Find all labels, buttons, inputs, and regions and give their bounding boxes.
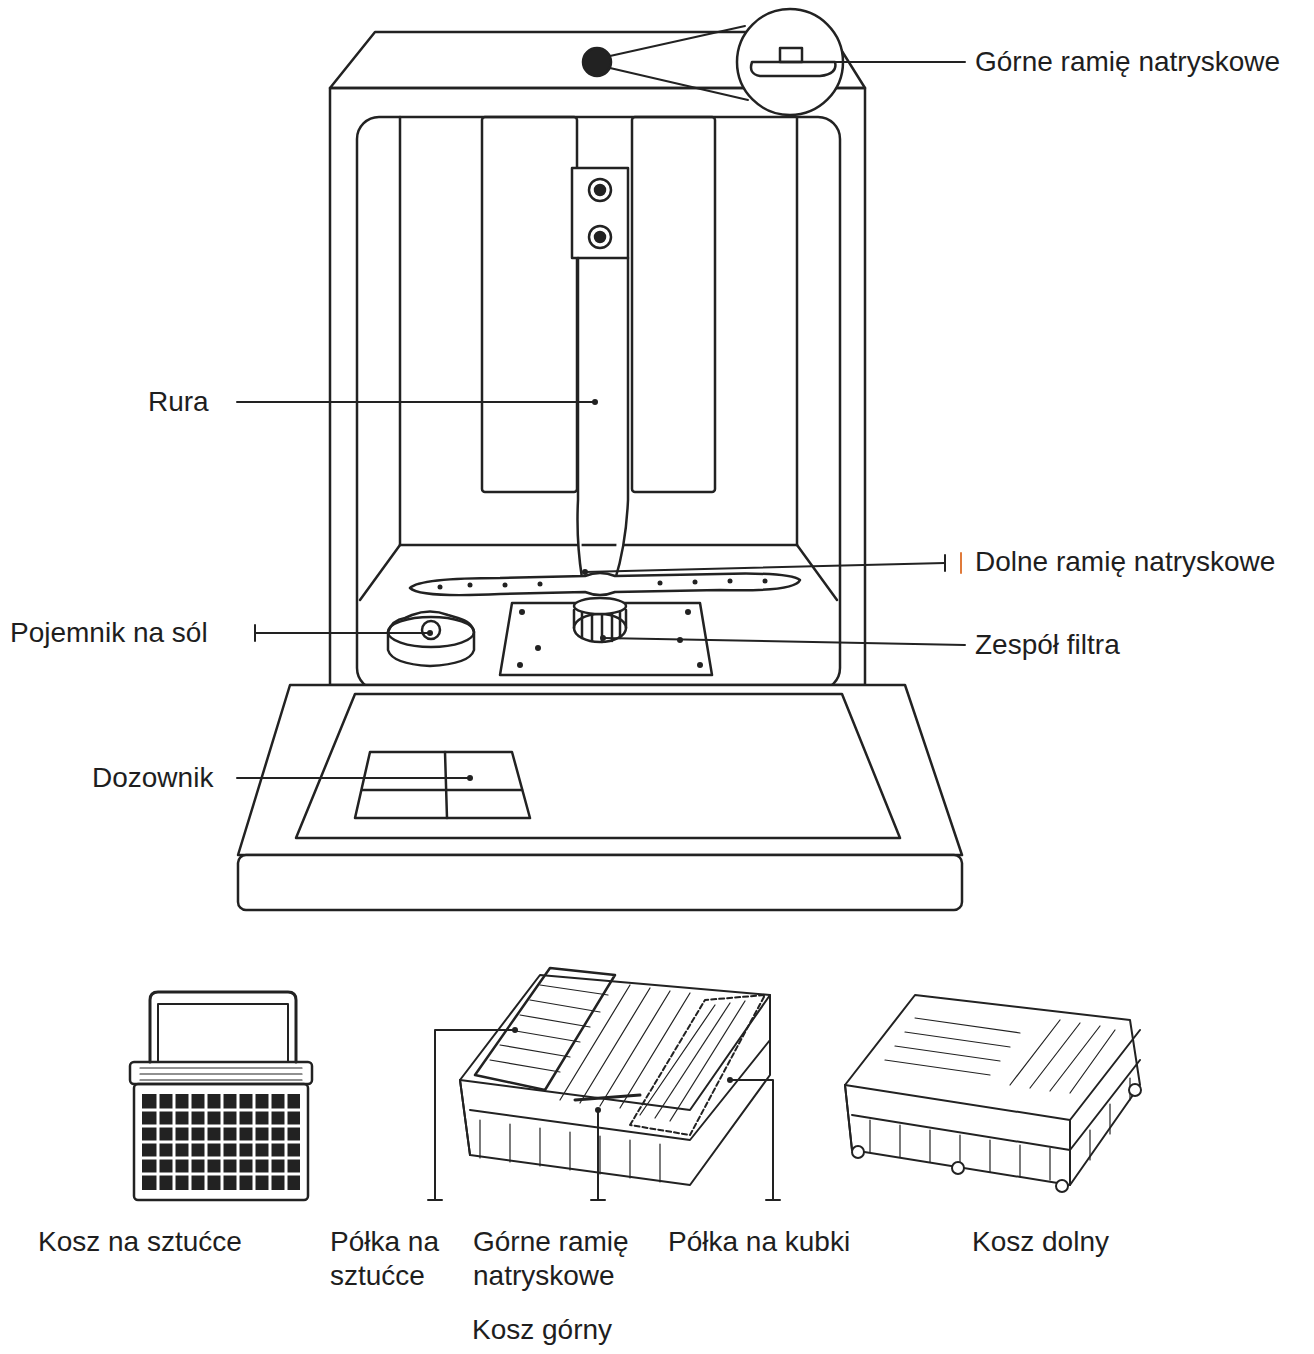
leader-lines bbox=[428, 1030, 780, 1200]
upper-spray-arm bbox=[780, 48, 802, 62]
upper-spray-arm bbox=[751, 62, 835, 76]
callout-line bbox=[610, 68, 748, 100]
salt-cap bbox=[422, 621, 440, 639]
dispenser bbox=[355, 752, 530, 818]
part-label: Górne ramię natryskowe bbox=[473, 1225, 651, 1293]
part-label: Pojemnik na sól bbox=[10, 616, 208, 650]
part-label: Kosz na sztućce bbox=[38, 1225, 242, 1259]
tub-line bbox=[360, 545, 400, 600]
cutlery-basket bbox=[130, 992, 312, 1200]
part-label: Półka na sztućce bbox=[330, 1225, 460, 1293]
dispenser bbox=[445, 752, 447, 818]
part-label: Kosz górny bbox=[472, 1313, 612, 1347]
filter bbox=[574, 598, 626, 614]
part-label: Półka na kubki bbox=[668, 1225, 850, 1259]
salt-container bbox=[388, 612, 474, 667]
wall-panel bbox=[632, 117, 715, 492]
part-label: Dolne ramię natryskowe bbox=[975, 545, 1275, 579]
part-label: Kosz dolny bbox=[972, 1225, 1109, 1259]
tub-line bbox=[400, 544, 797, 547]
lower-spray-arm bbox=[410, 573, 800, 595]
tub-line bbox=[399, 117, 402, 545]
leader-lines bbox=[237, 62, 965, 778]
part-label: Dozownik bbox=[92, 761, 213, 795]
tube-nozzle bbox=[589, 179, 611, 201]
tube-nozzle bbox=[595, 232, 605, 242]
callout-dot bbox=[583, 48, 611, 76]
door bbox=[238, 685, 962, 855]
tube-nozzle bbox=[595, 185, 605, 195]
tub-line bbox=[797, 545, 837, 600]
leader-dots bbox=[427, 399, 606, 781]
part-label: Zespół filtra bbox=[975, 628, 1120, 662]
part-label: Górne ramię natryskowe bbox=[975, 45, 1280, 79]
dispenser bbox=[362, 789, 522, 792]
part-label: Rura bbox=[148, 385, 209, 419]
tube-head bbox=[572, 168, 628, 258]
callout-line bbox=[610, 26, 745, 56]
tub-line bbox=[796, 117, 799, 545]
tub bbox=[357, 117, 840, 690]
tube-nozzle bbox=[589, 226, 611, 248]
door-front bbox=[238, 855, 962, 910]
tube bbox=[578, 258, 629, 580]
wall-panel bbox=[482, 117, 577, 492]
door-panel bbox=[296, 694, 900, 838]
lower-basket bbox=[845, 995, 1141, 1192]
cabinet-body bbox=[330, 88, 865, 685]
leader-dots bbox=[512, 1027, 733, 1113]
spray-holes bbox=[438, 579, 768, 590]
tick-mark bbox=[960, 553, 962, 573]
upper-basket bbox=[460, 968, 770, 1185]
